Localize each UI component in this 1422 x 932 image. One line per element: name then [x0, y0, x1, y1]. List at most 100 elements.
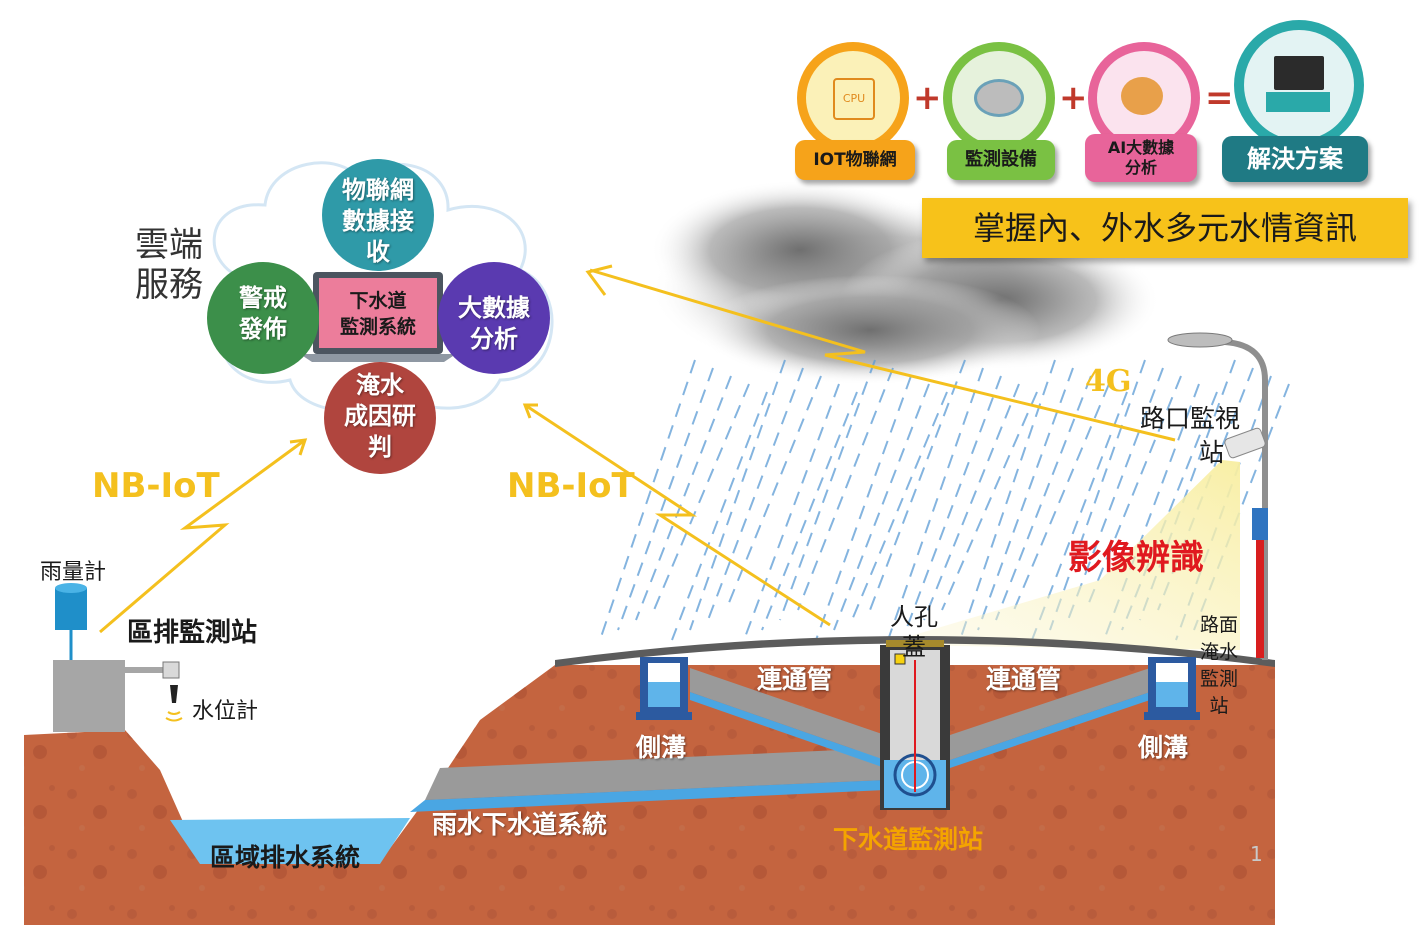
circle-big-data	[438, 262, 550, 374]
iot-receive-line: 物聯網	[342, 176, 414, 204]
rain-streak	[1013, 383, 1110, 611]
flood-cause-line: 成因研	[344, 402, 416, 430]
monitor-label: 監測設備	[947, 140, 1055, 180]
manhole-label-line1: 人孔	[890, 603, 938, 631]
iot-receive-text: 物聯網 數據接 收	[322, 175, 434, 268]
water-level-meter-label: 水位計	[192, 699, 259, 724]
rain-streak	[887, 367, 984, 641]
road-flood-line: 淹水	[1200, 641, 1239, 663]
cctv-station-label: 路口監視 站	[1140, 402, 1240, 470]
rain-streak	[851, 391, 948, 621]
storm-sewer-label: 雨水下水道系統	[432, 810, 608, 839]
laptop-line2: 監測系統	[339, 316, 416, 338]
manhole-label: 人孔 蓋	[890, 602, 938, 662]
connector-pipe-right	[950, 668, 1150, 760]
big-data-text: 大數據 分析	[438, 293, 550, 355]
big-data-line: 分析	[470, 325, 518, 353]
manhole-shaft	[880, 640, 950, 810]
solution-label: 解決方案	[1222, 136, 1368, 182]
warning-line: 警戒	[239, 284, 287, 312]
iot-label: IOT物聯網	[795, 140, 915, 180]
camera-icon	[952, 51, 1046, 145]
gutter-left-label: 側溝	[636, 733, 687, 762]
headline-text: 掌握內、外水多元水情資訊	[972, 209, 1357, 247]
storm-sewer-pipe	[425, 748, 885, 800]
rain-streak	[1085, 375, 1182, 611]
road-flood-line: 監測	[1200, 668, 1239, 690]
rain-streak	[761, 391, 858, 631]
circle-flood-cause	[324, 362, 436, 474]
cloud-service-title: 雲端 服務	[135, 225, 203, 305]
laptop-line1: 下水道	[349, 290, 407, 312]
rain-streak	[707, 367, 804, 621]
rain-streak	[815, 375, 912, 641]
connector-pipe-left	[690, 668, 885, 760]
page-number: 1	[1250, 842, 1263, 866]
road-flood-station-label: 路面 淹水 監測 站	[1200, 612, 1238, 720]
road-flood-line: 站	[1209, 695, 1229, 717]
rain-streak	[797, 367, 894, 611]
cctv-label-line2: 站	[1199, 438, 1225, 467]
rain-streak	[635, 375, 732, 621]
fourg-label: 4G	[1085, 364, 1132, 399]
rain-streak	[653, 383, 750, 611]
laptop-screen-text: 下水道 監測系統	[319, 288, 437, 340]
rain-streak	[941, 391, 1038, 611]
camera-beam	[880, 460, 1240, 650]
flood-cause-line: 判	[368, 433, 392, 461]
connector-left-label: 連通管	[757, 665, 833, 694]
road-surface	[555, 636, 1275, 667]
sewer-station-label: 下水道監測站	[833, 825, 984, 854]
district-station-label: 區排監測站	[127, 618, 258, 648]
gutter-right-label: 側溝	[1138, 733, 1189, 762]
rain-streak	[977, 367, 1074, 631]
regional-drainage-label: 區域排水系統	[210, 843, 361, 872]
signal-arrows	[99, 264, 1176, 634]
rain-streak	[599, 359, 696, 641]
gutter-right-box	[1144, 657, 1200, 720]
big-data-line: 大數據	[458, 294, 530, 322]
cpu-chip-text: CPU	[833, 78, 875, 120]
rain-streak	[1049, 359, 1146, 631]
image-recognition-label: 影像辨識	[1068, 538, 1204, 578]
warning-line: 發佈	[239, 315, 287, 343]
rain-streak	[905, 375, 1002, 631]
connector-right-label: 連通管	[986, 665, 1062, 694]
warning-text: 警戒 發佈	[207, 283, 319, 345]
plus-icon: +	[913, 78, 942, 118]
cloud-service-title-line1: 雲端	[135, 225, 203, 265]
ai-label-line1: AI大數據	[1107, 138, 1175, 157]
flood-cause-line: 淹水	[356, 371, 404, 399]
rain-streak	[923, 383, 1020, 621]
road-flood-line: 路面	[1200, 614, 1239, 636]
iot-receive-line: 數據接	[342, 207, 414, 235]
cloud-service-title-line2: 服務	[135, 265, 203, 305]
rain-streak	[779, 359, 876, 621]
rain-streak	[833, 383, 930, 631]
district-station-graphic	[53, 583, 183, 732]
rain-streak	[725, 375, 822, 611]
laptop-graphic	[300, 272, 456, 362]
solution-hand-icon	[1244, 30, 1354, 140]
cpu-icon: CPU	[806, 51, 900, 145]
circle-warning	[207, 262, 319, 374]
nbiot-right-label: NB-IoT	[507, 466, 635, 506]
circle-iot-receive	[322, 159, 434, 271]
rain-streak	[869, 359, 966, 611]
plus-icon: +	[1059, 78, 1088, 118]
flood-cause-text: 淹水 成因研 判	[324, 370, 436, 463]
channel-water	[170, 818, 410, 864]
rain-streak	[995, 375, 1092, 621]
manhole-label-line2: 蓋	[902, 633, 926, 661]
ai-label-line2: 分析	[1124, 158, 1157, 177]
rain-gauge-label: 雨量計	[40, 560, 107, 585]
gutter-left-box	[636, 657, 692, 720]
ai-label: AI大數據 分析	[1085, 134, 1197, 182]
nbiot-left-label: NB-IoT	[92, 466, 220, 506]
headline-banner: 掌握內、外水多元水情資訊	[922, 198, 1408, 258]
street-light-pole	[1167, 332, 1268, 660]
equals-icon: =	[1205, 78, 1234, 118]
rain-streak	[689, 359, 786, 631]
